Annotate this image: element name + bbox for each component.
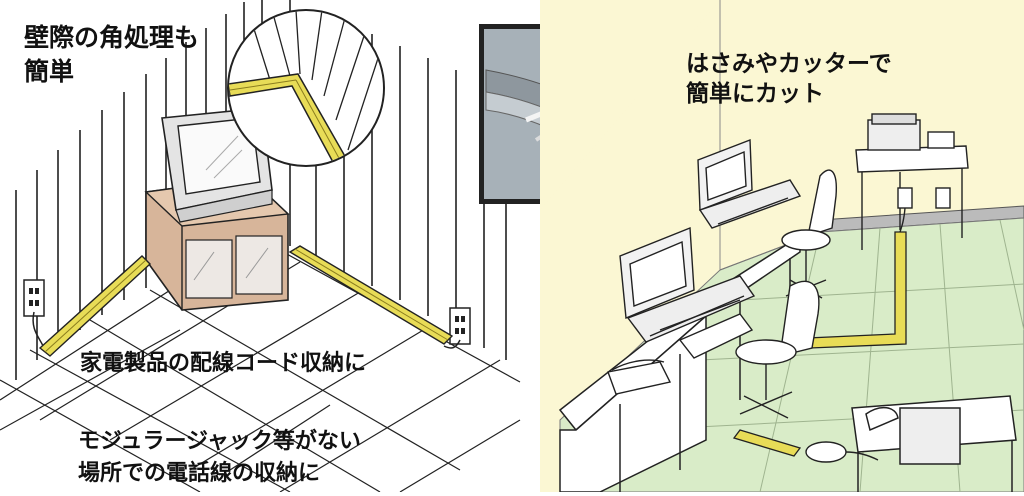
caption-corner-line1: 壁際の角処理も bbox=[24, 23, 200, 52]
office-scene bbox=[540, 0, 1024, 493]
computer-back bbox=[697, 138, 802, 229]
computer-front bbox=[619, 226, 756, 359]
cord-cover-right bbox=[288, 245, 454, 345]
caption-phone-line1: モジュラージャック等がない bbox=[78, 429, 361, 454]
caption-corner-line2: 簡単 bbox=[24, 57, 75, 86]
cord-cover-left bbox=[38, 255, 152, 357]
office-chair-2 bbox=[735, 280, 820, 419]
wall-outlet-left bbox=[23, 279, 45, 349]
office-chair-1 bbox=[781, 169, 837, 299]
desk-phone bbox=[607, 359, 672, 395]
caption-scissors-line1: はさみやカッターで bbox=[686, 51, 892, 77]
printer-table bbox=[855, 113, 969, 250]
wall-outlet-right bbox=[443, 307, 471, 349]
caption-phone-line2: 場所での電話線の収納に bbox=[78, 461, 321, 486]
caption-scissors-line2: 簡単にカット bbox=[686, 81, 824, 107]
floor-cable-box bbox=[805, 441, 879, 463]
front-table bbox=[851, 395, 1017, 492]
caption-appliance-cord: 家電製品の配線コード収納に bbox=[80, 351, 367, 376]
corner-zoom-inset bbox=[227, 9, 385, 167]
